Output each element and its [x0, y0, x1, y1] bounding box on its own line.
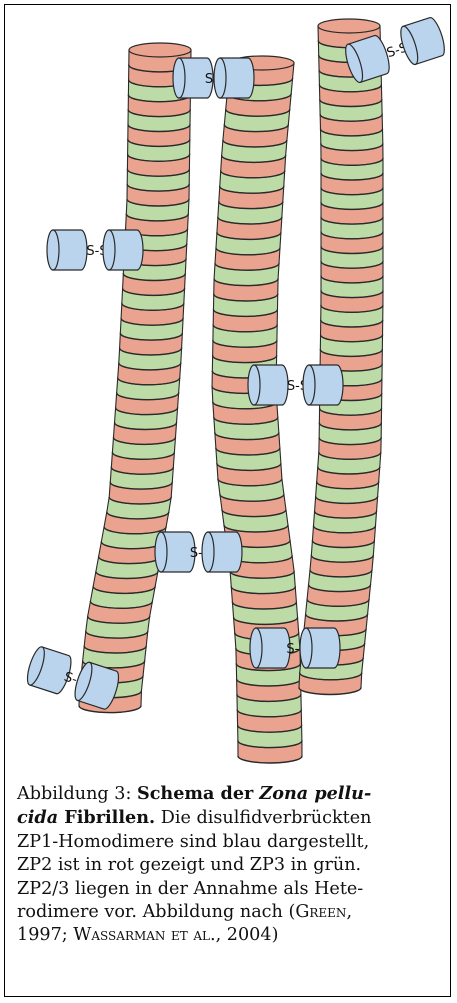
zp1-homodimer: S-S [173, 58, 254, 98]
zp1-monomer [300, 628, 340, 668]
caption-text: ZP1-Homodimere sind blau dargestellt, [17, 832, 369, 852]
fibril-end-cap [129, 43, 191, 57]
zp1-homodimer: S-S [47, 230, 143, 270]
caption-text: Die disulfidverbrückten [155, 808, 371, 828]
zp1-monomer [250, 628, 290, 668]
zp1-monomer [214, 58, 254, 98]
fibril-1 [79, 43, 191, 713]
fibril-end-cap [318, 19, 380, 33]
caption-text: 1997; [17, 925, 73, 945]
zp1-monomer [303, 365, 343, 405]
fibril-3 [299, 19, 383, 695]
caption-text: ZP2 ist in rot gezeigt und ZP3 in grün. [17, 855, 361, 875]
caption-text: rodimere vor. Abbildung nach ( [17, 902, 295, 922]
caption-prefix: Abbildung 3: [17, 784, 137, 804]
zp1-monomer [248, 365, 288, 405]
zp1-monomer [103, 230, 143, 270]
caption-text: ZP2/3 liegen in der Annahme als Hete- [17, 879, 363, 899]
zp1-homodimer: S-S [155, 532, 242, 572]
zp1-monomer [202, 532, 242, 572]
caption-title: Schema der Zona pellu- [137, 783, 371, 804]
figure-caption: Abbildung 3: Schema der Zona pellu- cida… [17, 782, 437, 948]
caption-title-cont: cida Fibrillen. [17, 807, 155, 828]
zp1-homodimer: S-S [248, 365, 343, 405]
citation-author: Wassarman et al. [73, 925, 215, 945]
citation-author: Green [295, 902, 346, 922]
zp1-monomer [397, 16, 447, 66]
zona-pellucida-diagram: S-SS-SS-SS-SS-SS-SS-S [0, 0, 457, 780]
zp1-monomer [47, 230, 87, 270]
